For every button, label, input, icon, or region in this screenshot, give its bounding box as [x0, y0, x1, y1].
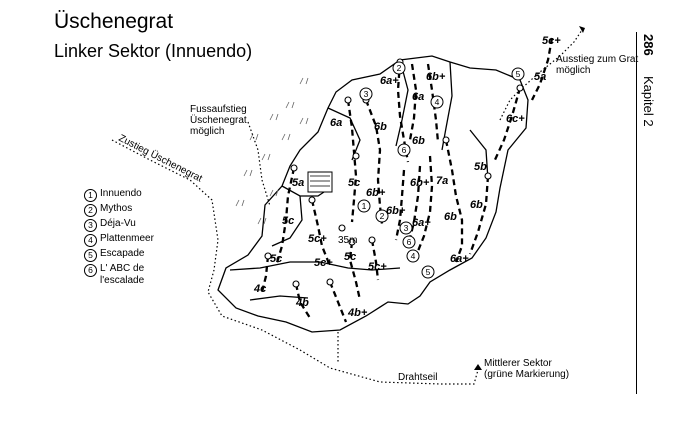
grade-label: 6b — [374, 121, 387, 133]
svg-text:4: 4 — [435, 97, 440, 107]
route-marker: 2 — [375, 209, 389, 223]
fussaufstieg-line: möglich — [190, 126, 224, 137]
bolt-anchors — [264, 58, 524, 288]
legend-number: 2 — [84, 204, 97, 217]
grade-label: 6a+ — [412, 217, 431, 229]
page-number: 286 — [641, 34, 656, 56]
route-marker: 6 — [397, 143, 411, 157]
svg-text:3: 3 — [404, 223, 409, 233]
trail-arrow-icon — [474, 364, 482, 370]
ausstieg-label: Ausstieg zum Grat möglich — [556, 54, 641, 76]
grade-label: 6b+ — [386, 205, 406, 217]
legend-name: Mythos — [100, 203, 133, 214]
vegetation-marks — [235, 77, 309, 225]
svg-text:4: 4 — [411, 251, 416, 261]
climbing-routes — [260, 37, 554, 323]
grade-label: 6c+ — [506, 113, 525, 125]
svg-text:3: 3 — [364, 89, 369, 99]
legend-number: 1 — [84, 189, 97, 202]
legend-number: 4 — [84, 234, 97, 247]
legend-number: 5 — [84, 249, 97, 262]
rock-block-hatch — [310, 175, 330, 187]
route-marker: 1 — [357, 199, 371, 213]
legend-name: Escapade — [100, 248, 145, 259]
mittlerer-sektor-label: Mittlerer Sektor (grüne Markierung) — [484, 358, 569, 380]
grade-label: 5c+ — [542, 35, 561, 47]
approach-paths — [111, 29, 583, 385]
route-number-markers: 5 2 3 4 6 1 2 3 6 4 5 — [357, 61, 525, 279]
grade-label: 5a — [534, 71, 546, 83]
grade-label: 6a+ — [450, 253, 469, 265]
grade-label: 6a — [330, 117, 342, 129]
grade-label: 5c+ — [308, 233, 327, 245]
svg-text:6: 6 — [402, 145, 407, 155]
page-subtitle: Linker Sektor (Innuendo) — [54, 41, 253, 61]
route-marker: 4 — [406, 249, 420, 263]
grade-label: 6b+ — [366, 187, 386, 199]
svg-text:6: 6 — [407, 237, 412, 247]
grade-label: 7a — [436, 175, 448, 187]
route-grades: 5c+ 5a 6c+ 6a+ 6b+ 6a 6b 6b 5b 5c 6b+ 5a… — [253, 35, 561, 319]
grade-label: 6a+ — [380, 75, 399, 87]
side-rule — [636, 32, 637, 394]
fussaufstieg-line: Fussaufstieg — [190, 104, 247, 115]
grade-label: 5a — [292, 177, 304, 189]
route-marker: 5 — [511, 67, 525, 81]
svg-text:5: 5 — [426, 267, 431, 277]
grade-label: 4c — [253, 283, 266, 295]
route-marker: 6 — [402, 235, 416, 249]
legend-name: Déja-Vu — [100, 218, 136, 229]
grade-label: 6b+ — [410, 177, 430, 189]
grade-label: 6b — [444, 211, 457, 223]
grade-label: 6b — [470, 199, 483, 211]
grade-label: 6b+ — [426, 71, 446, 83]
route-marker: 3 — [359, 87, 373, 101]
grade-label: 4b — [295, 297, 309, 309]
grade-label: 4b+ — [347, 307, 368, 319]
route-marker: 4 — [430, 95, 444, 109]
route-marker: 3 — [399, 221, 413, 235]
legend-name: Innuendo — [100, 188, 142, 199]
grade-label: 5c — [348, 177, 360, 189]
grade-label: 5c+ — [314, 257, 333, 269]
zustieg-label: Zustieg Üschenegrat — [117, 132, 205, 185]
drahtseil-label: Drahtseil — [398, 372, 437, 383]
route-marker: 2 — [392, 61, 406, 75]
svg-text:1: 1 — [362, 201, 367, 211]
page-title: Üschenegrat — [54, 10, 174, 33]
grade-label: 5c — [270, 253, 282, 265]
grade-label: 5b — [474, 161, 487, 173]
exit-arrow-icon — [579, 26, 585, 33]
fussaufstieg-label: Fussaufstieg Üschenegrat möglich — [190, 104, 249, 137]
grade-label: 6b — [412, 135, 425, 147]
route-marker: 5 — [421, 265, 435, 279]
svg-text:5: 5 — [516, 69, 521, 79]
fussaufstieg-line: Üschenegrat — [190, 114, 247, 126]
rock-block — [307, 171, 333, 193]
legend-name: Plattenmeer — [100, 233, 154, 244]
length-label: 35m — [338, 235, 357, 246]
grade-label: 5c — [282, 215, 294, 227]
svg-text:2: 2 — [397, 63, 402, 73]
legend-number: 6 — [84, 264, 97, 277]
grade-label: 5c — [344, 251, 356, 263]
chapter-label: Kapitel 2 — [641, 76, 656, 127]
svg-text:2: 2 — [380, 211, 385, 221]
legend-name: L' ABC de l'escalade — [100, 263, 145, 286]
grade-label: 5c+ — [368, 261, 387, 273]
legend-number: 3 — [84, 219, 97, 232]
grade-label: 6a — [412, 91, 424, 103]
